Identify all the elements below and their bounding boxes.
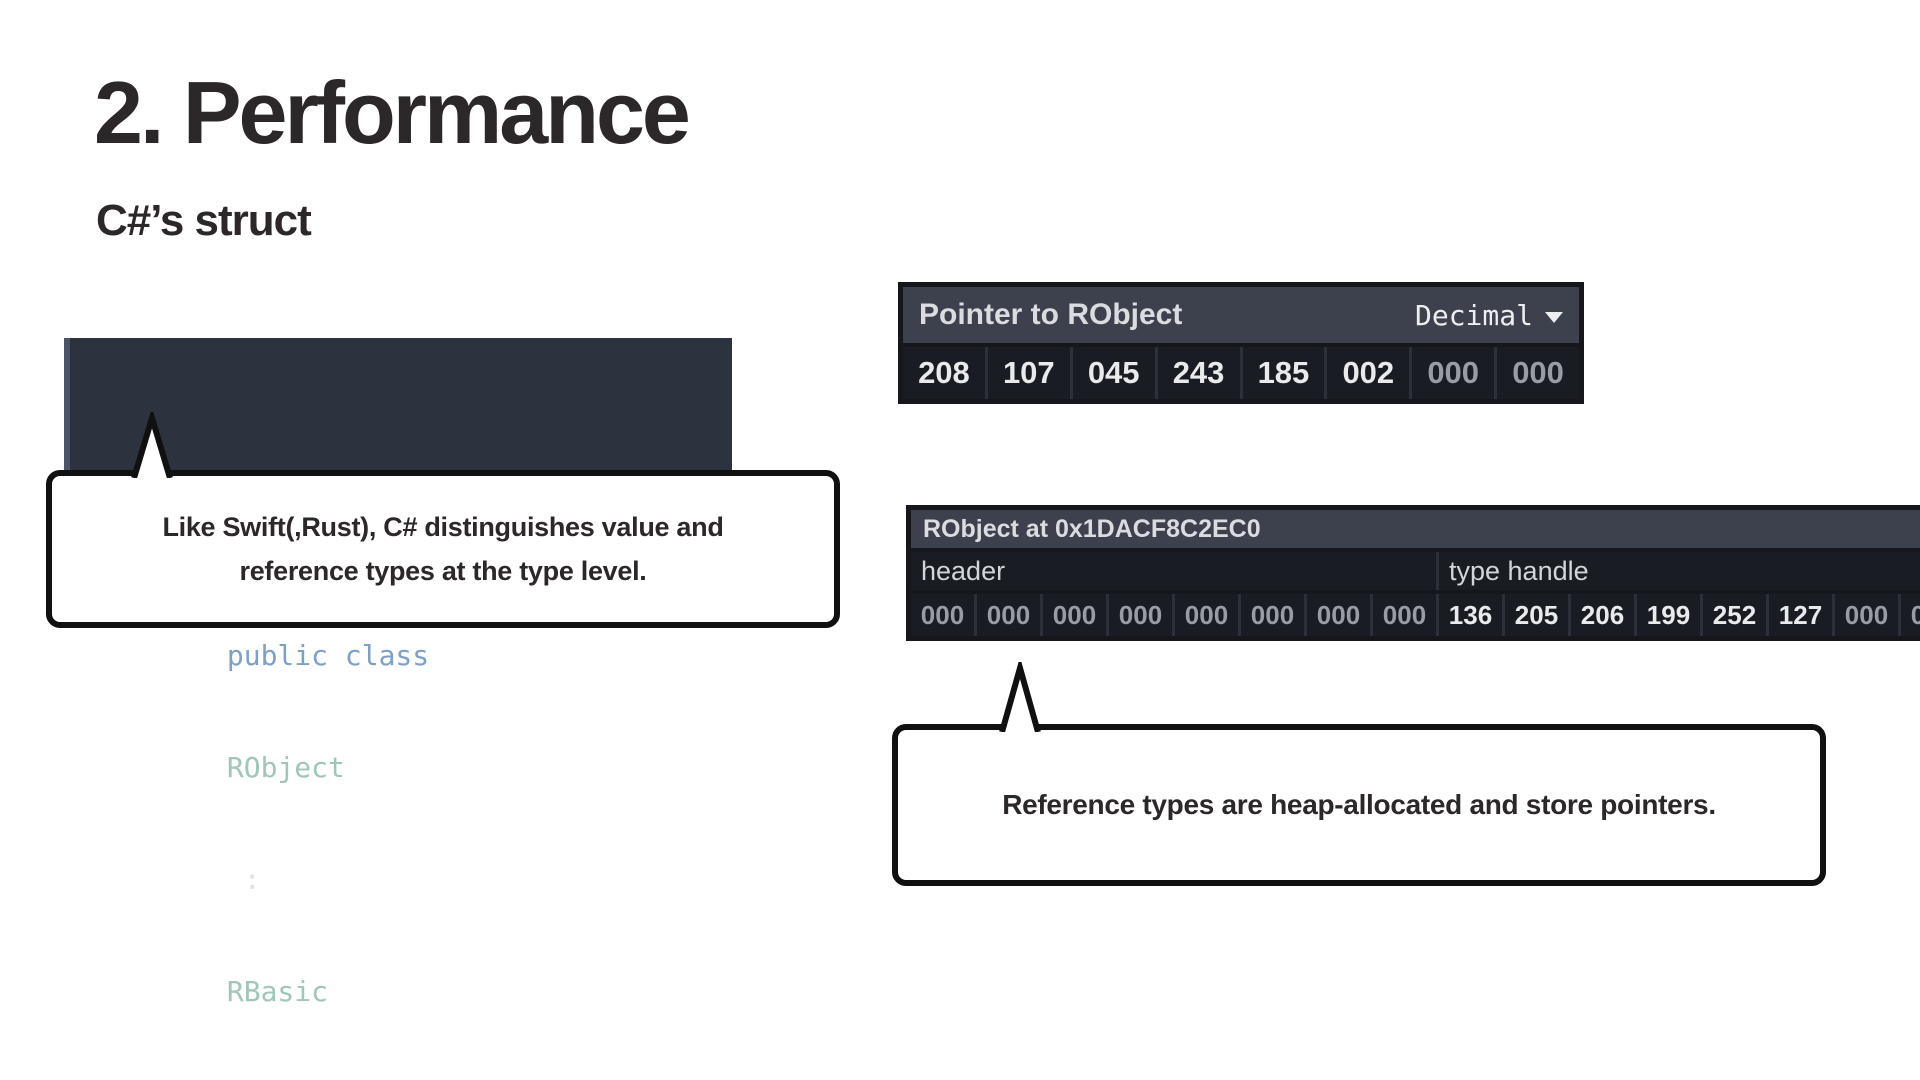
byte-cell: 185 [1242, 347, 1325, 399]
callout-text: Reference types are heap-allocated and s… [1002, 789, 1716, 820]
robject-panel: RObject at 0x1DACF8C2EC0 header type han… [906, 505, 1920, 641]
callout-text-line: Like Swift(,Rust), C# distinguishes valu… [162, 512, 724, 542]
robject-section-row: header type handle [911, 552, 1920, 590]
byte-cell: 002 [1327, 347, 1410, 399]
byte-cell: 107 [987, 347, 1070, 399]
robject-panel-header: RObject at 0x1DACF8C2EC0 [911, 510, 1920, 548]
byte-cell: 206 [1571, 594, 1634, 636]
pointer-panel-header: Pointer to RObject Decimal [903, 287, 1579, 343]
section-type-handle-cell: type handle [1439, 552, 1920, 590]
callout-tail [999, 662, 1041, 732]
page-title: 2. Performance [94, 63, 691, 162]
byte-cell: 000 [1835, 594, 1898, 636]
decimal-dropdown-label: Decimal [1414, 298, 1533, 332]
byte-cell: 000 [1901, 594, 1920, 636]
byte-cell: 252 [1703, 594, 1766, 636]
byte-cell: 000 [977, 594, 1040, 636]
byte-cell: 000 [1412, 347, 1495, 399]
code-token: : [226, 863, 278, 896]
chevron-down-icon [1545, 311, 1563, 323]
code-token: RObject [226, 751, 345, 784]
byte-cell: 045 [1072, 347, 1155, 399]
pointer-panel: Pointer to RObject Decimal 208 107 045 2… [898, 282, 1584, 404]
code-token: RBasic [226, 975, 329, 1008]
byte-cell: 243 [1157, 347, 1240, 399]
robject-byte-row: 000 000 000 000 000 000 000 000 136 205 … [911, 594, 1920, 636]
byte-cell: 136 [1439, 594, 1502, 636]
pointer-byte-row: 208 107 045 243 185 002 000 000 [903, 347, 1579, 399]
byte-cell: 000 [1307, 594, 1370, 636]
callout-value-types: Like Swift(,Rust), C# distinguishes valu… [46, 470, 840, 628]
code-line-1: public class RObject : RBasic [92, 460, 732, 1076]
byte-cell: 000 [911, 594, 974, 636]
byte-cell: 000 [1241, 594, 1304, 636]
byte-cell: 000 [1373, 594, 1436, 636]
byte-cell: 127 [1769, 594, 1832, 636]
pointer-panel-title: Pointer to RObject [919, 298, 1183, 331]
code-token: public class [226, 639, 447, 672]
callout-text-line: reference types at the type level. [239, 556, 647, 586]
robject-panel-title: RObject at 0x1DACF8C2EC0 [923, 514, 1261, 543]
code-block: public class RObject : RBasic { [64, 338, 732, 1008]
byte-cell: 000 [1109, 594, 1172, 636]
callout-heap: Reference types are heap-allocated and s… [892, 724, 1826, 886]
byte-cell: 208 [903, 347, 985, 399]
decimal-dropdown[interactable]: Decimal [1415, 299, 1563, 332]
callout-tail [131, 412, 173, 478]
byte-cell: 199 [1637, 594, 1700, 636]
byte-cell: 000 [1043, 594, 1106, 636]
page-subtitle: C#’s struct [96, 196, 312, 245]
byte-cell: 000 [1497, 347, 1579, 399]
byte-cell: 000 [1175, 594, 1238, 636]
section-header-cell: header [911, 552, 1436, 590]
byte-cell: 205 [1505, 594, 1568, 636]
